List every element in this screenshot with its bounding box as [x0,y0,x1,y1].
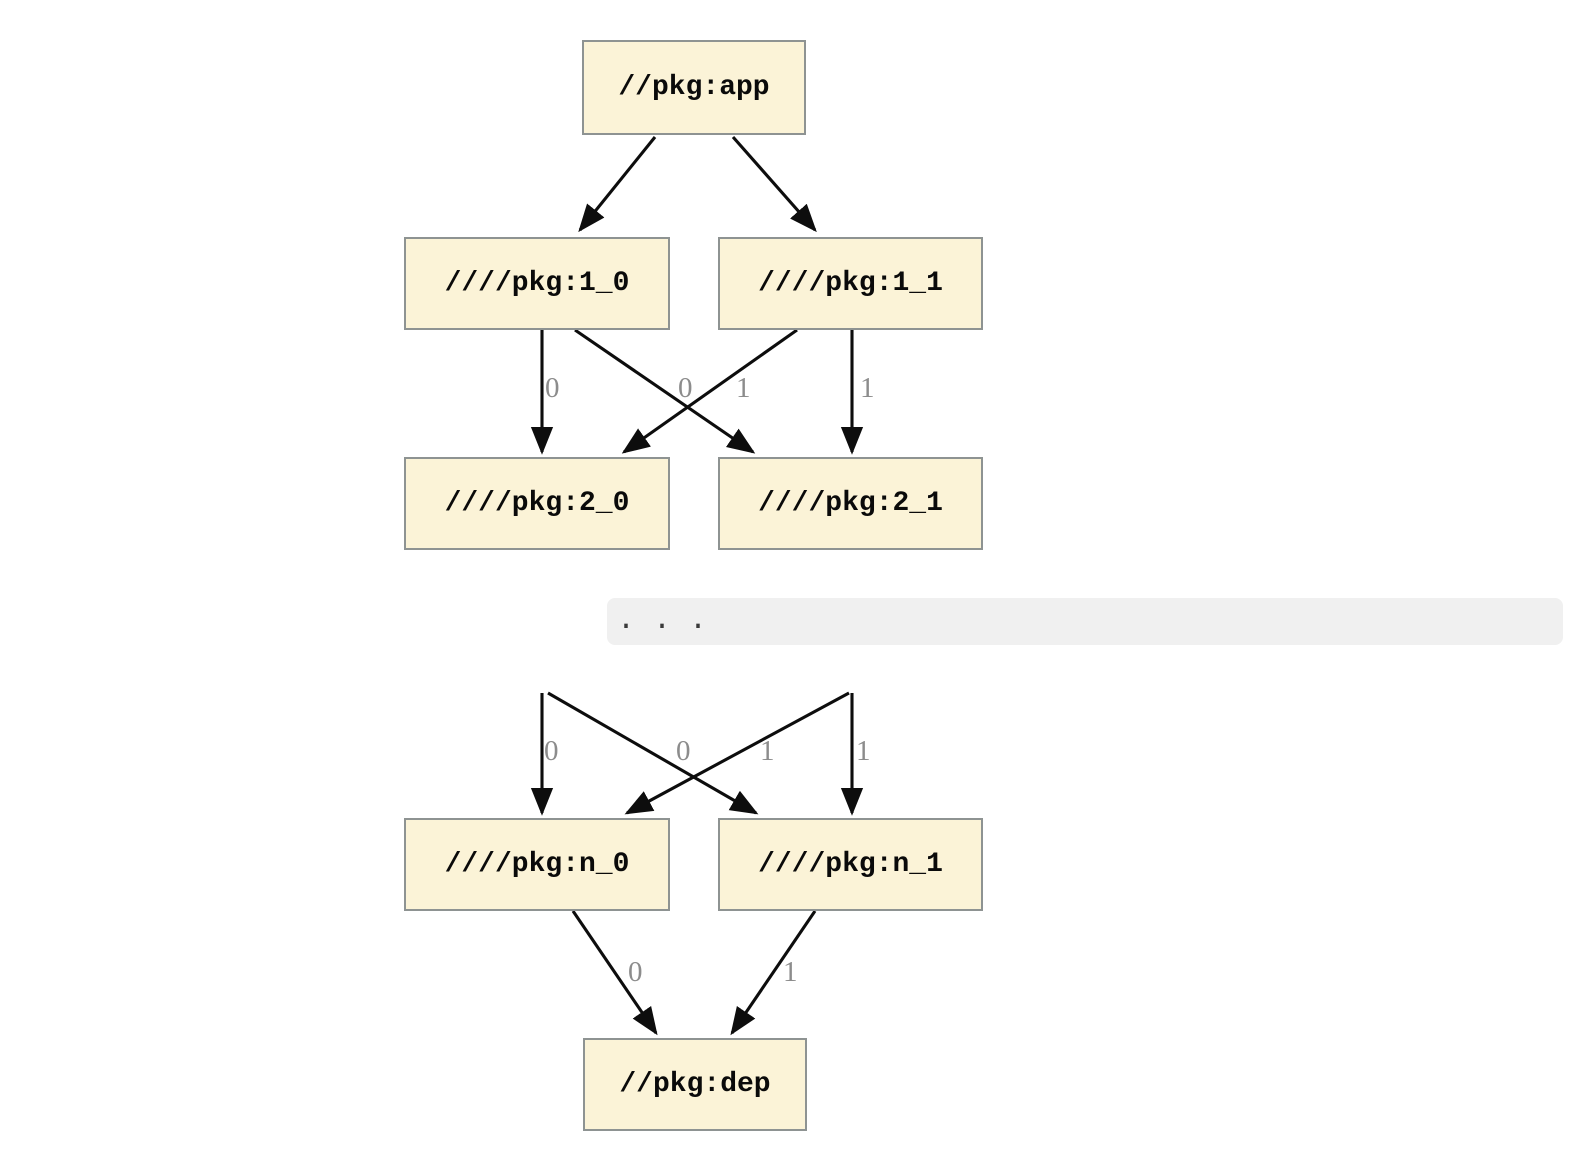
node-pkg-n-0-label: ////pkg:n_0 [444,849,630,880]
edge-label-prev-0-to-n-1: 0 [676,735,691,767]
node-app: //pkg:app [582,40,806,135]
node-pkg-1-0-label: ////pkg:1_0 [444,268,630,299]
edge-label-prev-1-to-n-0: 1 [760,735,775,767]
node-pkg-2-0: ////pkg:2_0 [404,457,670,550]
node-pkg-1-1-label: ////pkg:1_1 [758,268,943,299]
edge-label-1-0-to-2-0: 0 [545,372,560,404]
edge-label-1-1-to-2-0: 1 [736,372,751,404]
node-dep: //pkg:dep [583,1038,807,1131]
node-pkg-1-1: ////pkg:1_1 [718,237,983,330]
edge-n-1-to-dep [730,910,817,1036]
edge-n-0-to-dep [571,910,658,1036]
node-pkg-n-0: ////pkg:n_0 [404,818,670,911]
edge-label-1-0-to-2-1: 0 [678,372,693,404]
edge-label-1-1-to-2-1: 1 [860,372,875,404]
edge-label-prev-0-to-n-0: 0 [544,735,559,767]
node-pkg-2-0-label: ////pkg:2_0 [444,488,630,519]
edge-prev-1-to-n-0 [624,691,850,815]
edge-label-n-1-to-dep: 1 [783,956,798,988]
node-pkg-n-1: ////pkg:n_1 [718,818,983,911]
node-app-label: //pkg:app [618,72,770,103]
node-dep-label: //pkg:dep [619,1069,771,1100]
node-pkg-n-1-label: ////pkg:n_1 [758,849,943,880]
edge-app-to-1-1 [731,135,817,233]
edge-1-1-to-2-0 [621,328,798,454]
node-pkg-2-1-label: ////pkg:2_1 [758,488,943,519]
edge-app-to-1-0 [578,136,657,233]
edge-label-n-0-to-dep: 0 [628,956,643,988]
ellipsis-code-block: . . . [607,598,1563,645]
node-pkg-1-0: ////pkg:1_0 [404,237,670,330]
node-pkg-2-1: ////pkg:2_1 [718,457,983,550]
edge-label-prev-1-to-n-1: 1 [856,735,871,767]
edge-prev-0-to-n-1 [547,691,759,815]
edge-1-0-to-2-1 [574,328,756,454]
